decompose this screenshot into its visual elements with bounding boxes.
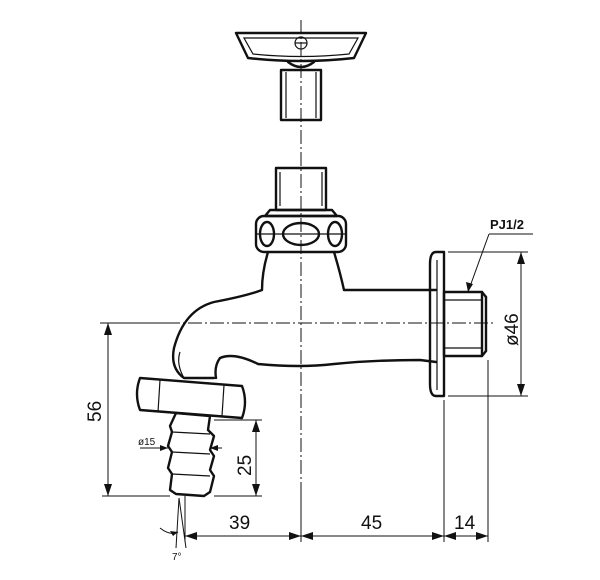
threaded-connection (442, 290, 488, 358)
height-dimension: 56 (85, 322, 170, 497)
hose-angle-dimension: 7° (159, 497, 187, 563)
thread-callout-text: PJ1/2 (490, 217, 524, 232)
hose-diameter-text: ø15 (138, 437, 156, 448)
body-length-text: 45 (361, 513, 382, 534)
hose-diameter-dimension: ø15 (138, 437, 222, 451)
hex-nut (254, 214, 348, 254)
hose-length-text: 25 (235, 455, 256, 476)
coupling-nut (135, 376, 247, 420)
thread-callout: PJ1/2 (466, 217, 533, 293)
horizontal-dimensions: 39 45 14 (184, 360, 489, 542)
hose-length-dimension: 25 (214, 419, 262, 497)
height-text: 56 (85, 401, 106, 422)
wall-flange (428, 250, 446, 398)
key-handle (234, 31, 368, 122)
spout-offset-text: 39 (229, 513, 250, 534)
hose-angle-text: 7° (172, 552, 182, 563)
flange-thickness-text: 14 (454, 513, 476, 534)
faucet-body (171, 250, 438, 380)
flange-diameter-dimension: ø46 (448, 251, 528, 397)
flange-diameter-text: ø46 (502, 313, 523, 346)
hose-nipple (166, 411, 216, 498)
